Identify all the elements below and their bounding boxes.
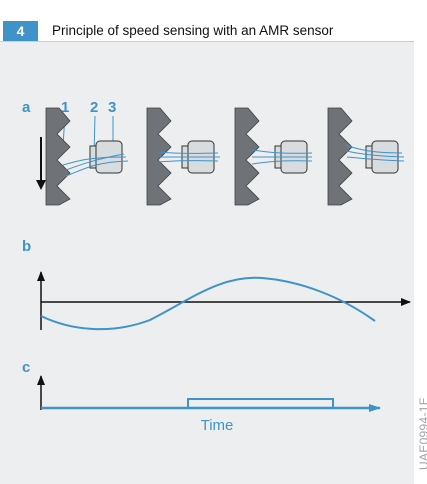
stage-3 (234, 107, 313, 206)
callout-2: 2 (90, 99, 98, 116)
figure-number: 4 (3, 21, 38, 41)
panel-c-label: c (22, 359, 30, 376)
rotation-arrow (36, 137, 46, 190)
callout-3: 3 (108, 99, 116, 116)
panel-b-signal-curve (40, 276, 376, 331)
panel-a-label: a (22, 99, 31, 116)
callout-1: 1 (61, 99, 69, 116)
stage-2 (146, 107, 220, 206)
figure-title: Principle of speed sensing with an AMR s… (52, 23, 334, 38)
image-code: UAE0994-1E (417, 396, 427, 470)
panel-c-pulse (187, 398, 334, 408)
stage-4 (327, 107, 405, 206)
time-axis-label: Time (201, 417, 234, 434)
panel-b-label: b (22, 238, 31, 255)
figure-header: 4 Principle of speed sensing with an AMR… (0, 0, 414, 42)
stage-1 (45, 107, 129, 206)
